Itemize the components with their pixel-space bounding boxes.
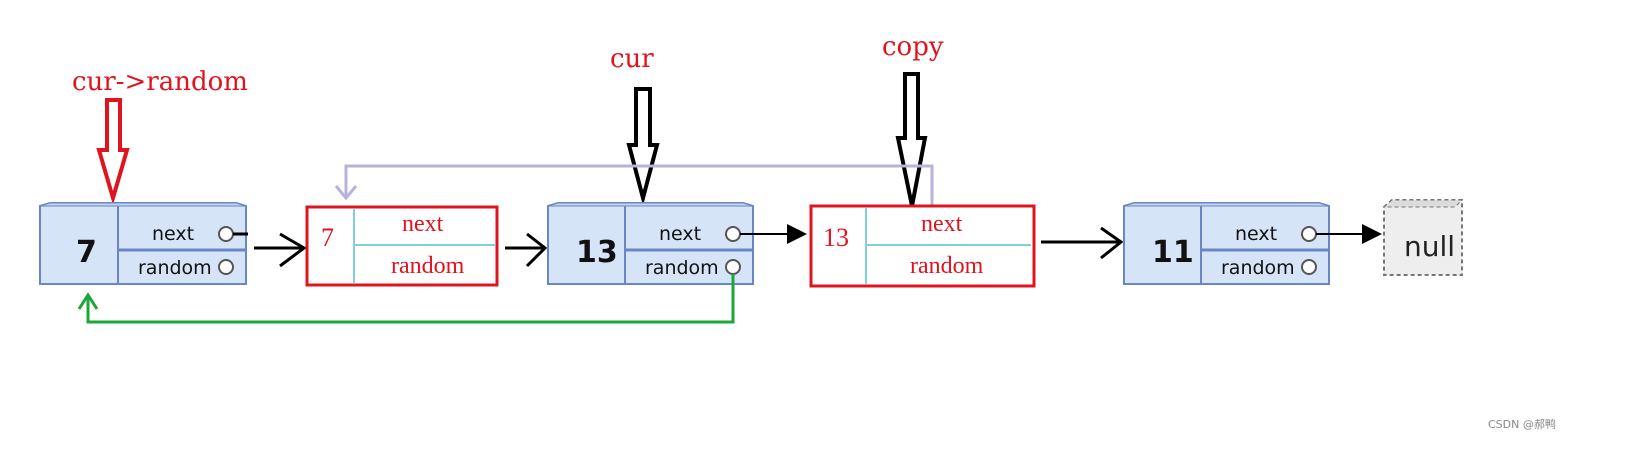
cur-random-label: cur->random <box>72 67 248 97</box>
node-next-field: next <box>1235 223 1277 245</box>
node-13: 13 next random <box>547 202 754 285</box>
next-arrow-7-to-copy7 <box>233 232 307 268</box>
node-next-field: next <box>659 223 701 245</box>
cur-label: cur <box>610 44 654 74</box>
copy-node-random-field: random <box>391 253 465 279</box>
next-pointer-dot <box>1301 226 1317 242</box>
copy-node-value: 7 <box>321 223 334 252</box>
node-value: 7 <box>76 235 97 270</box>
random-pointer-dot <box>1301 259 1317 275</box>
copy-node-next-field: next <box>921 211 963 237</box>
next-arrow-copy7-to-13 <box>505 232 548 268</box>
random-pointer-dot <box>218 259 234 275</box>
copy-node-next-field: next <box>402 211 444 237</box>
node-next-field: next <box>152 223 194 245</box>
copy-node-7: 7 next random <box>305 205 499 287</box>
copy-node-random-field: random <box>910 253 984 279</box>
next-arrow-copy13-to-11 <box>1041 226 1124 260</box>
random-link-13-to-7 <box>86 274 735 324</box>
copy-random-link-arrowhead <box>334 185 358 201</box>
watermark: CSDN @郝鸭 <box>1488 417 1556 431</box>
null-node: null <box>1382 199 1464 276</box>
next-pointer-dot <box>218 226 234 242</box>
next-pointer-dot <box>725 226 741 242</box>
node-value: 13 <box>576 235 618 270</box>
cur-pointer-arrow <box>626 87 660 206</box>
node-random-field: random <box>645 257 719 279</box>
node-7: 7 next random <box>39 202 247 285</box>
node-11: 11 next random <box>1123 202 1330 285</box>
node-value: 11 <box>1152 235 1194 270</box>
cur-random-pointer-arrow <box>96 98 130 206</box>
random-pointer-dot <box>725 259 741 275</box>
copy-node-value: 13 <box>823 223 849 252</box>
node-random-field: random <box>1221 257 1295 279</box>
null-label: null <box>1404 230 1455 263</box>
random-link-arrowhead <box>77 292 99 310</box>
copy-label: copy <box>882 32 944 62</box>
copy-node-13: 13 next random <box>809 204 1036 288</box>
copy-pointer-arrow <box>895 72 928 207</box>
node-random-field: random <box>138 257 212 279</box>
